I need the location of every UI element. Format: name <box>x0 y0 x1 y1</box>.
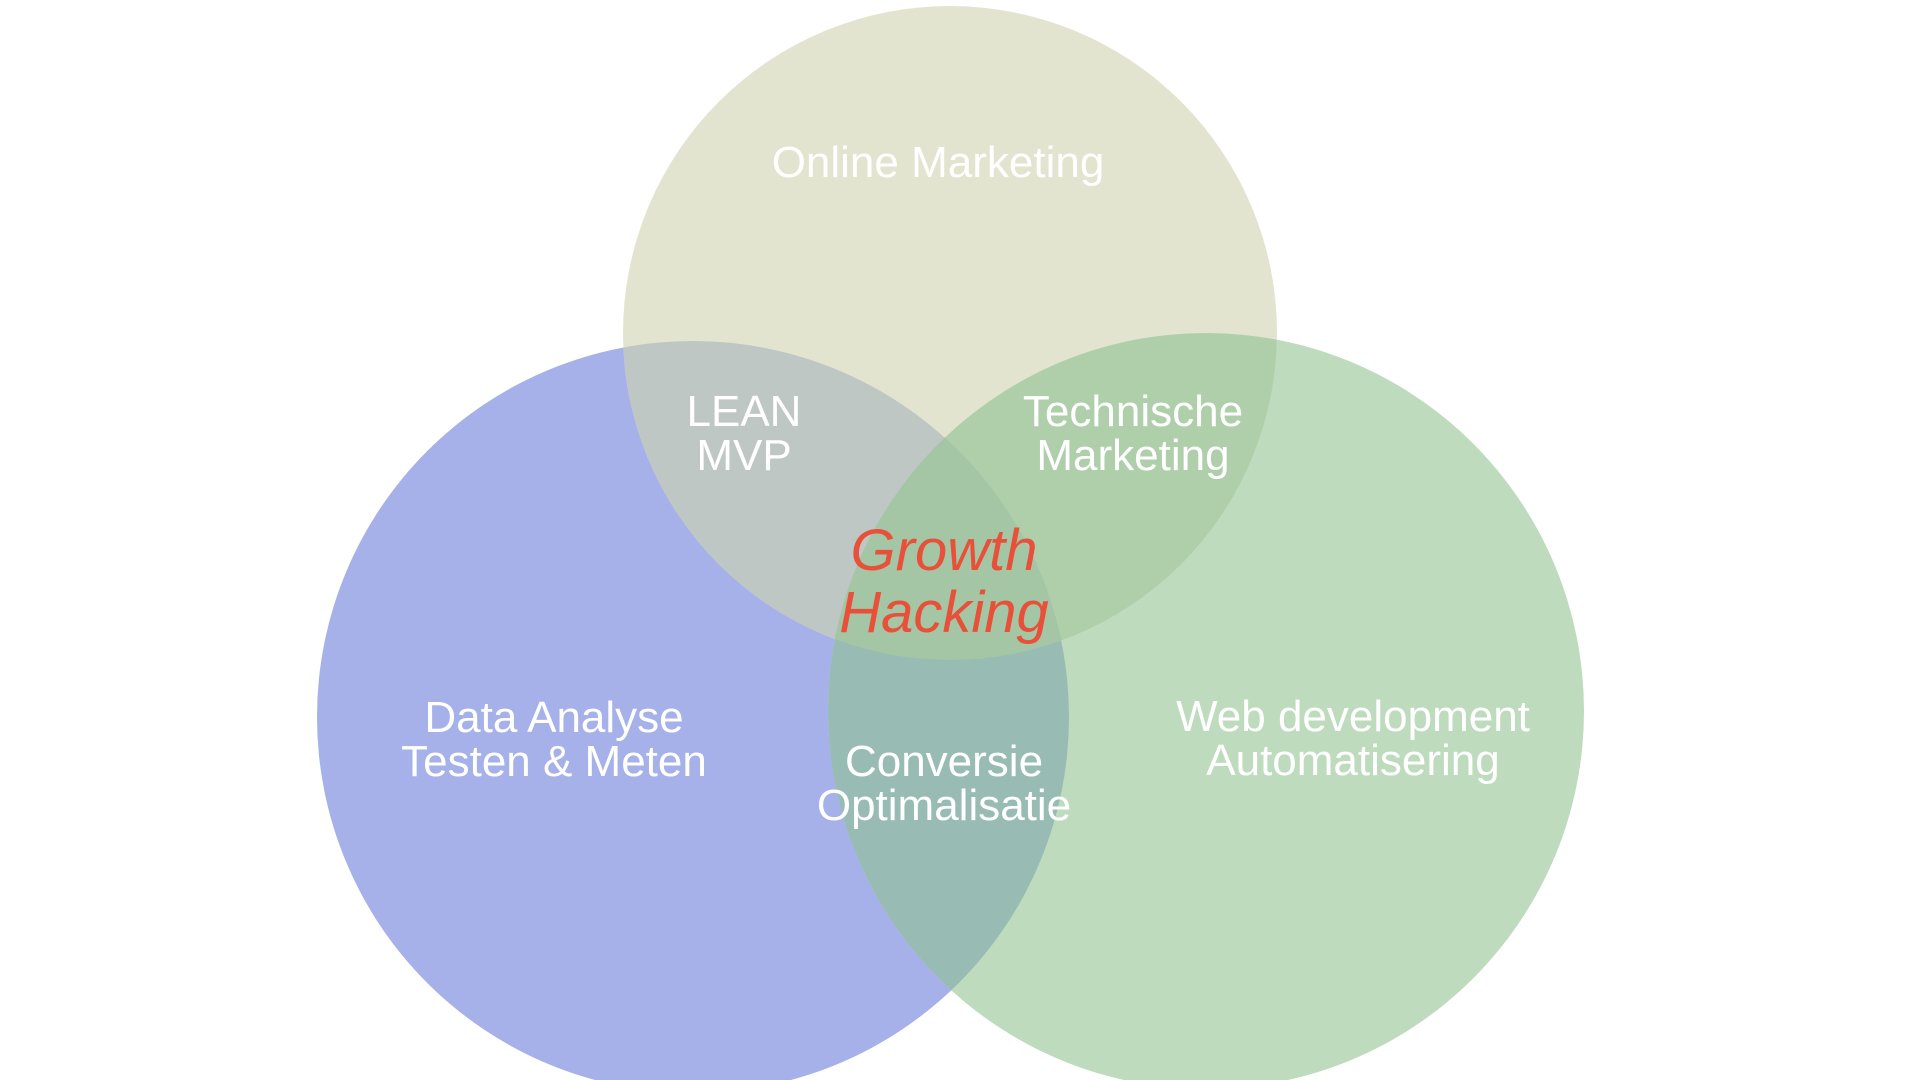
label-testen-meten: Testen & Meten <box>401 737 707 786</box>
label-optimalisatie: Optimalisatie <box>817 781 1071 830</box>
label-marketing: Marketing <box>1036 431 1229 480</box>
label-data-analyse: Data Analyse <box>424 693 683 742</box>
label-growth: Growth <box>851 518 1038 583</box>
label-web-development: Web development <box>1176 692 1530 741</box>
label-conversie: Conversie <box>845 737 1043 786</box>
label-technische: Technische <box>1023 387 1243 436</box>
label-mvp: MVP <box>696 431 791 480</box>
label-online-marketing: Online Marketing <box>772 138 1105 187</box>
overlap-top-right <box>828 333 1277 660</box>
label-automatisering: Automatisering <box>1206 736 1499 785</box>
label-hacking: Hacking <box>839 580 1049 645</box>
label-lean: LEAN <box>687 387 802 436</box>
